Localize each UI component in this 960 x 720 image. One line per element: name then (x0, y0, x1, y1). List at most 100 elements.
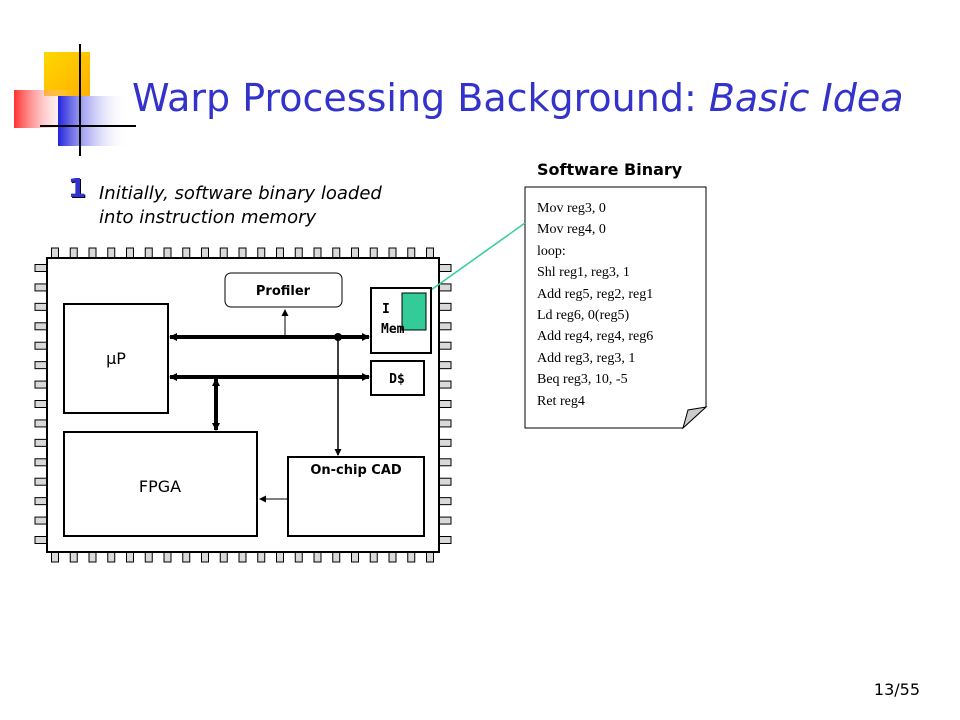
up-label: µP (106, 349, 126, 368)
step-number: 1 (68, 174, 87, 204)
chip-pin (313, 551, 322, 563)
chip-pin (34, 400, 48, 408)
chip-pin (34, 497, 48, 506)
chip-pin (369, 247, 378, 259)
code-line: Shl reg1, reg3, 1 (537, 265, 630, 281)
chip-pin (34, 341, 48, 350)
chip-pin (201, 247, 209, 259)
chip-pin (407, 551, 416, 563)
chip-pin (294, 247, 303, 259)
chip-pin (107, 551, 116, 563)
dcache-label: D$ (389, 372, 405, 387)
code-line: Ld reg6, 0(reg5) (537, 308, 630, 324)
chip-pin (276, 551, 284, 563)
fpga-box (63, 431, 258, 537)
chip-pin (34, 264, 48, 272)
chip-pin (126, 247, 134, 259)
logo-blue-square (58, 96, 128, 146)
chip-pin (182, 551, 191, 563)
imem-label-2: Mem (381, 322, 405, 337)
chip-pin (126, 551, 134, 563)
chip-pin (426, 551, 434, 563)
chip-pin (438, 361, 452, 370)
chip-pin (69, 247, 78, 259)
chip-pin (438, 264, 452, 272)
code-line: Add reg3, reg3, 1 (537, 350, 636, 366)
chip-pin (351, 551, 359, 563)
profiler-label: Profiler (256, 284, 311, 299)
chip-pin (69, 551, 78, 563)
step-text: Initially, software binary loaded into i… (99, 183, 382, 228)
chip-pin (34, 438, 48, 447)
chip-pin (388, 551, 397, 563)
chip-pin (438, 458, 452, 467)
chip-pin (144, 247, 153, 259)
slide-logo (14, 44, 136, 156)
code-line: Ret reg4 (537, 393, 585, 409)
chip-pin (438, 341, 452, 350)
chip-pin (438, 322, 452, 331)
chip-pin (438, 380, 452, 389)
chip-pin (294, 551, 303, 563)
chip-pin (34, 283, 48, 292)
chip-pin (332, 551, 341, 563)
chip-pin (34, 419, 48, 428)
chip-pin (219, 247, 228, 259)
chip-pin (438, 497, 452, 506)
code-line: Beq reg3, 10, -5 (537, 372, 628, 388)
chip-pin (438, 477, 452, 486)
chip-pin (438, 516, 452, 525)
imem-label-1: I (382, 302, 390, 317)
up-box (63, 303, 169, 414)
chip-pin (369, 551, 378, 563)
chip-pin (438, 438, 452, 447)
chip-pin (219, 551, 228, 563)
chip-pin (88, 247, 97, 259)
chip-pin (351, 247, 359, 259)
chip-pin (88, 551, 97, 563)
chip-pin (407, 247, 416, 259)
chip-pin (34, 536, 48, 544)
code-line: loop: (537, 243, 566, 259)
chip-pin (182, 247, 191, 259)
chip-pin (257, 247, 266, 259)
chip-pin (107, 247, 116, 259)
chip-pin (34, 380, 48, 389)
chip-pin (34, 322, 48, 331)
page-number: 13/55 (873, 680, 920, 699)
chip-pin (238, 247, 247, 259)
chip-pin (438, 400, 452, 408)
chip-pin (34, 477, 48, 486)
chip-pin (34, 516, 48, 525)
title-main: Warp Processing Background: (132, 76, 709, 120)
chip-pin (51, 551, 59, 563)
chip-pin (34, 302, 48, 311)
binary-link-line (430, 222, 526, 291)
chip-pin (276, 247, 284, 259)
chip-pin (163, 551, 172, 563)
chip-pin (51, 247, 59, 259)
chip-pin (388, 247, 397, 259)
dcache-box (370, 360, 425, 396)
chip-pin (426, 247, 434, 259)
chip-pin (144, 551, 153, 563)
title-emphasis: Basic Idea (708, 76, 904, 120)
chip-pin (438, 302, 452, 311)
chip-pin (163, 247, 172, 259)
logo-yellow-square (44, 52, 90, 96)
chip-pin (34, 361, 48, 370)
software-binary-code: Mov reg3, 0 Mov reg4, 0 loop: Shl reg1, reg… (537, 198, 653, 412)
profiler-box (224, 272, 343, 308)
chip-pin (332, 247, 341, 259)
document-fold (682, 406, 708, 430)
page-title: Warp Processing Background: Basic Idea (132, 74, 904, 122)
fpga-label: FPGA (139, 477, 181, 496)
code-line: Add reg5, reg2, reg1 (537, 286, 654, 302)
code-line: Mov reg3, 0 (537, 201, 606, 216)
chip-pin (238, 551, 247, 563)
chip-pin (257, 551, 266, 563)
cad-label: On-chip CAD (310, 463, 402, 478)
chip-pin (438, 419, 452, 428)
code-line: Mov reg4, 0 (537, 222, 606, 238)
